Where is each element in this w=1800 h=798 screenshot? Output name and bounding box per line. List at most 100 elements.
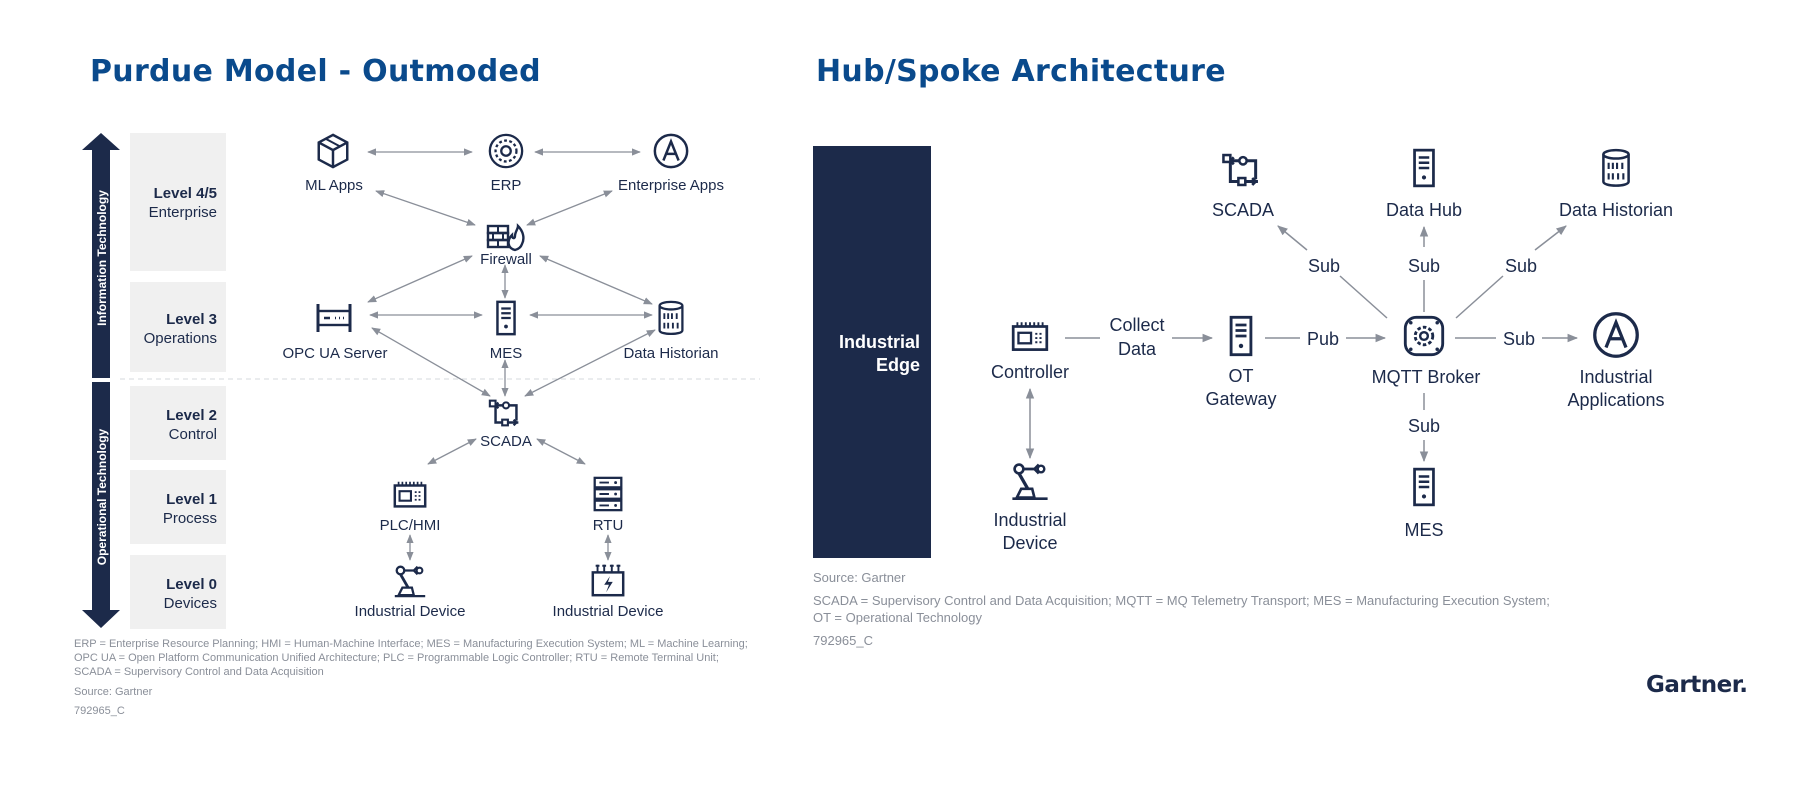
node-scada: SCADA — [480, 433, 532, 450]
left-code: 792965_C — [74, 705, 125, 717]
edge-label-pub: Pub — [1307, 329, 1339, 349]
left-footnote-3: SCADA = Supervisory Control and Data Acq… — [74, 666, 324, 678]
level-sub-1: Process — [163, 510, 217, 527]
plc-icon — [1011, 320, 1049, 351]
left-footnote-2: OPC UA = Open Platform Communication Uni… — [74, 652, 719, 664]
right-title: Hub/Spoke Architecture — [816, 54, 1226, 89]
arrow-scada-plc — [427, 438, 477, 465]
firewall-icon — [486, 224, 525, 252]
node-firewall: Firewall — [480, 251, 532, 268]
ot-side-label: Operational Technology — [95, 428, 109, 565]
app-store-icon — [1593, 312, 1639, 358]
level-name-2: Level 2 — [166, 407, 217, 424]
robot-arm-icon — [1010, 462, 1050, 501]
edge-label-sub-apps: Sub — [1503, 329, 1535, 349]
left-source: Source: Gartner — [74, 686, 153, 698]
scada-loop-icon — [488, 399, 520, 427]
arrow-sub-scada — [1277, 225, 1308, 251]
node-opc-ua-server: OPC UA Server — [282, 345, 387, 362]
line-broker-sub-historian — [1455, 275, 1504, 319]
node-mes: MES — [490, 345, 523, 362]
node-data-hub: Data Hub — [1386, 200, 1462, 220]
level-box-devices — [130, 555, 226, 629]
arrow-firewall-opc — [367, 255, 473, 303]
level-name-1: Level 1 — [166, 491, 217, 508]
industrial-edge-label-2: Edge — [876, 355, 920, 375]
node-industrial-apps-2: Applications — [1567, 390, 1664, 410]
node-enterprise-apps: Enterprise Apps — [618, 177, 724, 194]
level-name-4-5: Level 4/5 — [154, 185, 217, 202]
left-title: Purdue Model - Outmoded — [90, 54, 541, 89]
level-box-enterprise — [130, 133, 226, 271]
server-rack-icon — [316, 302, 352, 334]
level-sub-4-5: Enterprise — [149, 204, 217, 221]
power-device-icon — [591, 563, 625, 597]
scada-loop-icon — [1221, 153, 1260, 187]
node-ml-apps: ML Apps — [305, 177, 363, 194]
node-mqtt-broker: MQTT Broker — [1372, 367, 1481, 387]
level-sub-3: Operations — [144, 330, 217, 347]
right-source: Source: Gartner — [813, 570, 906, 585]
node-industrial-device-left: Industrial Device — [355, 603, 466, 620]
node-scada-right: SCADA — [1212, 200, 1274, 220]
industrial-edge-box — [813, 146, 931, 558]
line-broker-sub-scada — [1339, 275, 1388, 319]
node-industrial-device-2: Device — [1002, 533, 1057, 553]
arrow-enterprise-firewall — [526, 190, 613, 226]
it-side-label: Information Technology — [95, 190, 109, 326]
arrow-opc-scada — [371, 327, 491, 397]
arrow-historian-scada — [524, 329, 656, 397]
industrial-edge-label-1: Industrial — [839, 332, 920, 352]
right-code: 792965_C — [813, 633, 873, 648]
arrow-ml-firewall — [375, 190, 476, 226]
level-box-operations — [130, 282, 226, 372]
node-erp: ERP — [491, 177, 522, 194]
node-ot-gateway-1: OT — [1229, 366, 1254, 386]
node-mes-right: MES — [1404, 520, 1443, 540]
left-footnote-1: ERP = Enterprise Resource Planning; HMI … — [74, 638, 748, 650]
ot-arrow-bar — [82, 382, 120, 628]
edge-label-data: Data — [1118, 339, 1157, 359]
hub-spoke-architecture: Industrial Edge Collect Data Pub Sub Sub… — [813, 146, 1673, 558]
level-sub-2: Control — [169, 426, 217, 443]
right-footnote-2: OT = Operational Technology — [813, 610, 982, 625]
node-controller: Controller — [991, 362, 1069, 382]
node-industrial-apps-1: Industrial — [1579, 367, 1652, 387]
right-footnote-1: SCADA = Supervisory Control and Data Acq… — [813, 593, 1550, 608]
app-store-icon — [653, 133, 689, 169]
arrow-sub-historian — [1534, 225, 1567, 251]
node-ot-gateway-2: Gateway — [1205, 389, 1276, 409]
gartner-logo: Gartner. — [1646, 672, 1748, 698]
level-box-control — [130, 386, 226, 460]
cube-icon — [317, 133, 349, 169]
server-tower-icon — [1412, 148, 1436, 188]
node-data-historian: Data Historian — [623, 345, 718, 362]
edge-label-sub-historian: Sub — [1505, 256, 1537, 276]
node-rtu: RTU — [593, 517, 624, 534]
node-plc-hmi: PLC/HMI — [380, 517, 441, 534]
level-box-process — [130, 470, 226, 544]
database-icon — [1601, 148, 1631, 188]
server-tower-icon — [1229, 315, 1253, 357]
purdue-model: Information Technology Operational Techn… — [82, 133, 760, 629]
node-industrial-device-1: Industrial — [993, 510, 1066, 530]
gear-icon — [488, 133, 524, 169]
node-data-historian-right: Data Historian — [1559, 200, 1673, 220]
robot-arm-icon — [393, 565, 427, 598]
edge-label-collect: Collect — [1109, 315, 1164, 335]
edge-label-sub-hub: Sub — [1408, 256, 1440, 276]
database-icon — [658, 300, 684, 336]
broker-icon — [1403, 315, 1445, 357]
node-industrial-device-right: Industrial Device — [553, 603, 664, 620]
plc-icon — [393, 480, 427, 508]
purdue-connectors — [367, 148, 656, 561]
level-name-0: Level 0 — [166, 576, 217, 593]
arrow-scada-rtu — [536, 438, 586, 465]
hub-connectors — [1025, 225, 1579, 463]
level-name-3: Level 3 — [166, 311, 217, 328]
arrow-firewall-historian — [539, 255, 653, 305]
server-tower-icon — [496, 300, 516, 336]
it-arrow-bar — [82, 133, 120, 378]
rtu-icon — [593, 476, 623, 512]
